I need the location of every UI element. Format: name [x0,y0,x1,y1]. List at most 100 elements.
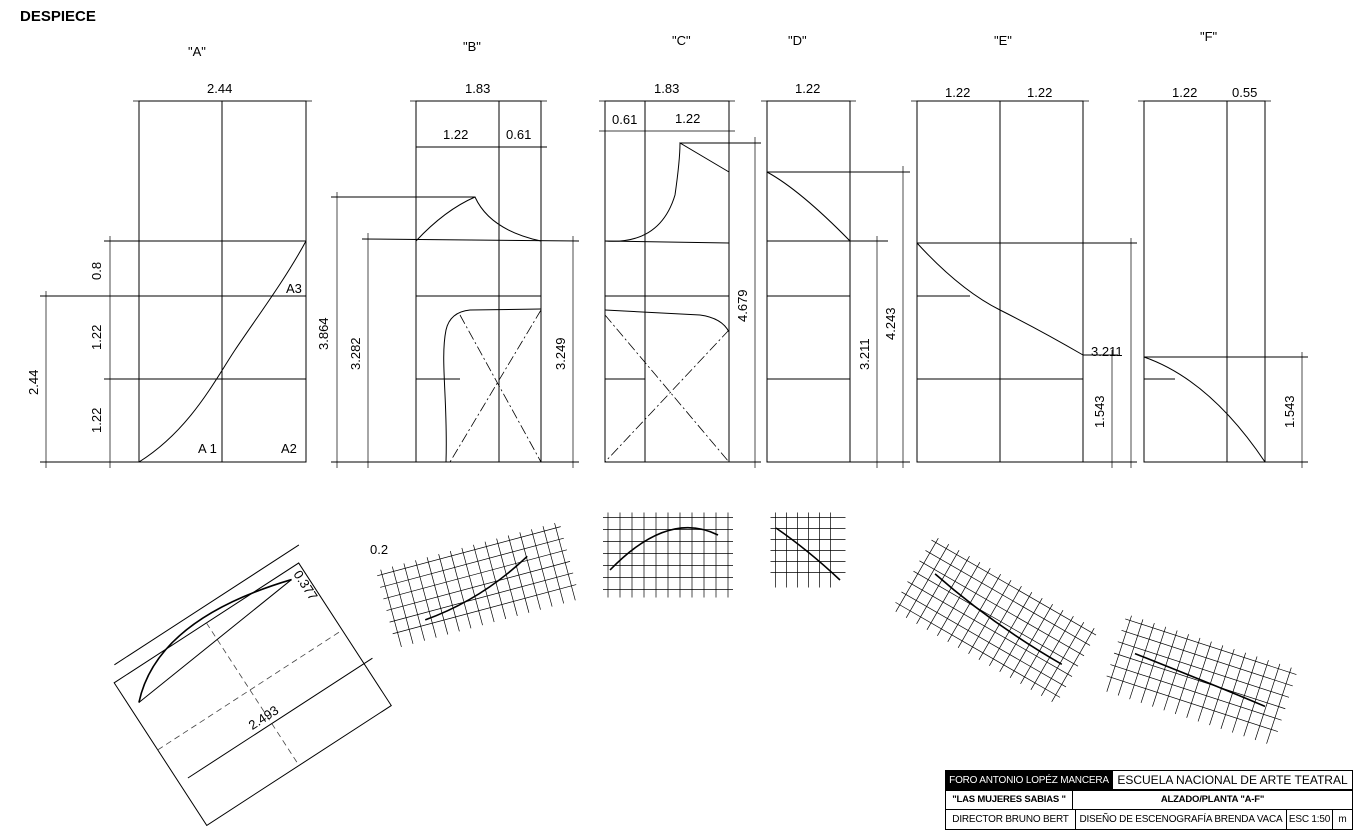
play-title: "LAS MUJERES SABIAS " [945,789,1073,810]
grid-line [989,592,1033,666]
grid-line [1117,619,1144,696]
cut-curve [424,555,528,621]
panel-label-c: "C" [672,33,691,48]
grid-line [1121,629,1293,687]
dim: 1.543 [1092,395,1107,428]
title-block: FORO ANTONIO LOPÉZ MANCERA ESCUELA NACIO… [945,770,1353,830]
panel-label-b: "B" [463,39,481,54]
grid-line [380,537,564,588]
grid-line [978,586,1022,660]
grid-line [999,598,1043,672]
panel-label-f: "F" [1200,29,1218,44]
grid-line [916,550,960,624]
grid-line [383,549,568,600]
grid-line [1254,663,1281,741]
panel-f: 1.22 0.55 1.543 [1138,85,1308,468]
dim: 1.22 [945,85,970,100]
grid-line [1106,675,1278,732]
grid-line [895,602,1061,698]
dim: 3.864 [316,317,331,350]
cut-curve [934,573,1063,666]
grid-line [531,529,553,607]
plan-grids [377,512,1297,744]
dim: 3.211 [1091,344,1123,359]
panel-label-e: "E" [994,33,1012,48]
grid-line [905,544,950,618]
grid-line [391,566,414,644]
dim: 0.377 [290,567,320,602]
panel-d: 1.22 3.211 4.243 [761,81,910,468]
dim: 1.22 [89,408,104,433]
grid-line [403,563,425,641]
grid-line [1009,604,1053,678]
grid-line [1110,664,1282,721]
grid-line [377,526,561,577]
dim: 0.55 [1232,85,1257,100]
grid-line [496,538,518,616]
mark-a1: A 1 [198,441,217,456]
mark-a2: A2 [281,441,297,456]
dim: 4.679 [735,289,750,322]
grid-line [461,547,483,626]
grid-line [901,591,1067,688]
grid-line [1140,626,1167,704]
director: DIRECTOR BRUNO BERT [945,809,1076,830]
grid-line [1113,652,1286,710]
grid-line [907,581,1073,677]
dim: 2.44 [26,370,41,395]
grid-line [438,554,460,632]
dim-width: 2.44 [207,81,232,96]
plan-a: 2.493 0.377 [113,544,392,827]
venue: FORO ANTONIO LOPÉZ MANCERA [945,770,1113,791]
grid-line [1232,656,1258,733]
plan-f-grid [1106,615,1297,744]
grid-line [1243,660,1269,737]
title-block-row: "LAS MUJERES SABIAS " ALZADO/PLANTA "A-F… [945,789,1353,810]
dim: 0.8 [89,262,104,280]
grid-line [1117,641,1290,698]
grid-line [1152,630,1178,707]
dim: 3.249 [553,337,568,370]
dim: 1.22 [443,127,468,142]
grid-line [1051,628,1095,702]
grid-line [1174,637,1201,715]
grid-line [947,568,991,642]
panel-label-d: "D" [788,33,807,48]
grid-line [895,538,939,612]
grid-line [386,561,571,611]
grid-line [1040,622,1085,696]
dim: 4.243 [883,307,898,340]
dim-width: 1.83 [465,81,490,96]
grid-line [925,550,1091,646]
grid-line [913,570,1079,667]
dim: 1.22 [1027,85,1052,100]
dim: 0.61 [506,127,531,142]
panel-e: 1.22 1.22 3.211 1.543 [911,85,1137,468]
grid-line [1020,610,1064,684]
grid-line [931,539,1097,636]
grid-line [507,535,530,613]
plan-e-grid [895,538,1097,702]
panel-c: 1.83 0.61 1.22 4.679 [599,81,761,468]
grid-line [426,557,449,635]
grid-line [519,532,541,610]
grid-line [937,562,981,636]
grid-line [484,541,507,620]
grid-line [919,560,1085,657]
grid-line [1125,618,1297,675]
dim-width: 1.22 [795,81,820,96]
dim: 1.543 [1282,395,1297,428]
dim: 1.22 [675,111,700,126]
grid-line [542,526,565,604]
dim: 3.211 [857,338,872,370]
grid-line [415,560,437,638]
dim: 0.2 [370,542,388,557]
plan-b-grid [377,522,577,648]
title-block-row: FORO ANTONIO LOPÉZ MANCERA ESCUELA NACIO… [945,770,1353,791]
cut-curve [775,527,841,581]
grid-line [554,522,576,601]
designer: DISEÑO DE ESCENOGRAFÍA BRENDA VACA [1075,809,1287,830]
panel-a: 2.44 0.8 1.22 1.22 2.44 A 1 A2 A3 [26,81,312,468]
grid-line [1266,667,1292,744]
